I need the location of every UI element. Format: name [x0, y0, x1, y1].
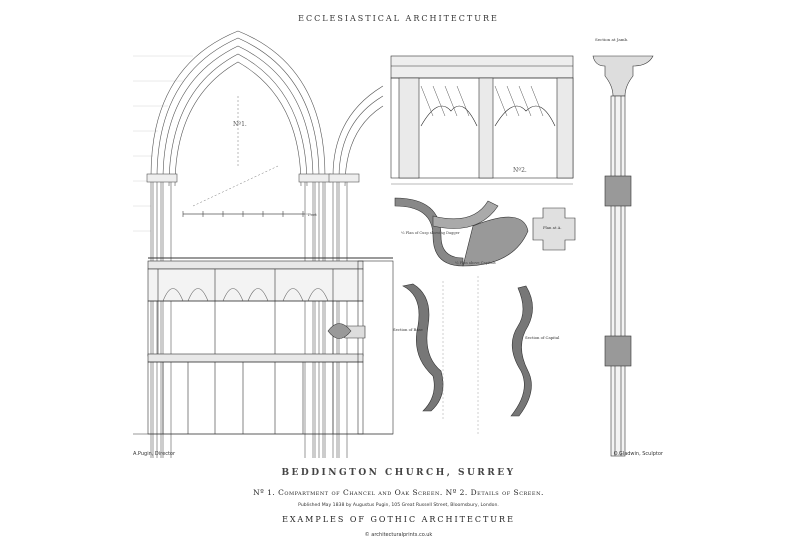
label-section-base: Section of Base — [393, 327, 424, 332]
section-base — [402, 283, 444, 412]
label-no1: Nº1. — [233, 121, 247, 128]
section-capital — [510, 285, 533, 417]
label-section-jamb: Section at Jamb. — [595, 37, 628, 42]
church-title: BEDDINGTON CHURCH, SURREY — [281, 468, 516, 478]
architectural-plate: Nº1. Feet — [133, 30, 654, 458]
series-title: EXAMPLES OF GOTHIC ARCHITECTURE — [282, 515, 515, 524]
screen-detail — [390, 55, 574, 185]
scale-label: Feet — [308, 212, 317, 217]
label-plan-a: Plan at A. — [543, 225, 562, 230]
credit-director: A.Pugin, Director — [133, 451, 176, 457]
credit-sculptor: O.Gladwin, Sculptor — [613, 451, 663, 457]
scale-bar — [182, 211, 305, 217]
plan-cusp — [394, 197, 529, 267]
section-at-jamb — [592, 55, 654, 457]
label-plan-capitals: ⅛ Plan above Capitals — [455, 261, 496, 265]
label-no2: Nº2. — [513, 167, 527, 174]
header-title: ECCLESIASTICAL ARCHITECTURE — [298, 14, 499, 23]
chancel-elevation — [133, 30, 384, 458]
label-plan-cusp: ⅛ Plan of Cusp showing Dagger — [401, 231, 460, 235]
plate-subtitle: Nº 1. Compartment of Chancel and Oak Scr… — [253, 488, 544, 497]
published-line: Published May 1838 by Augustus Pugin, 10… — [298, 503, 499, 508]
website-credit: © architecturalprints.co.uk — [364, 532, 433, 538]
label-section-capital: Section of Capital — [525, 335, 560, 340]
oak-screen — [133, 257, 394, 435]
plan-at-a — [532, 207, 576, 251]
